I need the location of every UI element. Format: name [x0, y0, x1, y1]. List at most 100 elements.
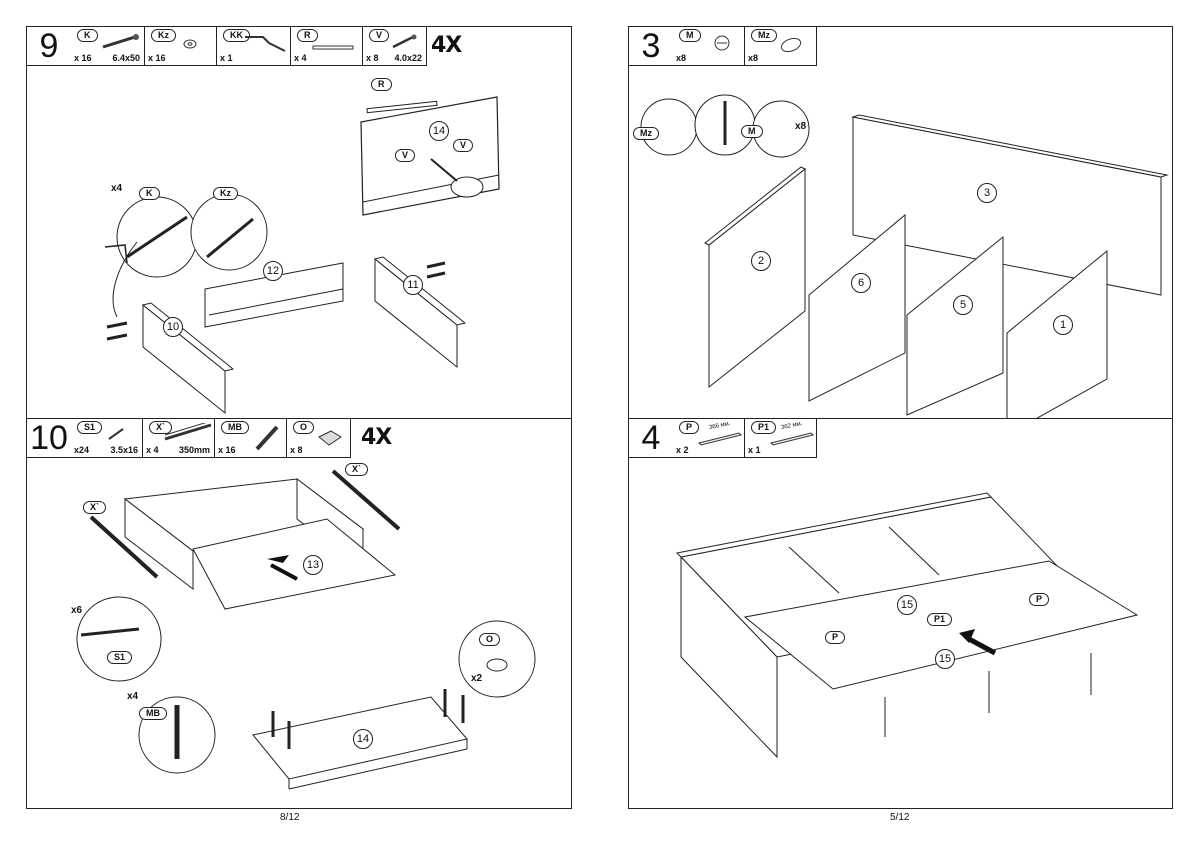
part-qty: x 1	[748, 445, 761, 455]
part-qty: x8	[748, 53, 759, 63]
step3-panel: 3 M x8 Mz x8	[628, 26, 1173, 419]
page-number: 5/12	[890, 812, 910, 823]
callout-v: V	[395, 149, 416, 162]
part-code: M	[679, 29, 701, 42]
callout-x6: x6	[71, 605, 83, 616]
callout-rail-left: X`	[83, 501, 106, 514]
part-mz: Mz x8	[745, 27, 817, 65]
part-qty: x 4	[146, 445, 159, 455]
part-kz: Kz x 16	[145, 27, 217, 65]
part-qty: x24	[74, 445, 90, 455]
part-qty: x 16	[148, 53, 166, 63]
shelf-support-icon	[698, 432, 742, 446]
part-qty: x 4	[294, 53, 307, 63]
step3-parts-bar: M x8 Mz x8	[673, 27, 817, 66]
part-qty: x 1	[220, 53, 233, 63]
part-qty: x 2	[676, 445, 689, 455]
step9-multiplier: 4X	[431, 33, 462, 58]
part-p1: P1 362 мм. x 1	[745, 419, 817, 457]
right-page: 3 M x8 Mz x8	[600, 0, 1200, 849]
part-size: 4.0x22	[394, 53, 422, 63]
screw-icon	[392, 34, 417, 49]
panel-label-14: 14	[353, 729, 373, 749]
part-code: R	[297, 29, 318, 42]
callout-x2: x2	[471, 673, 483, 684]
part-code: K	[77, 29, 98, 42]
callout-mb: MB	[139, 707, 167, 720]
panel-label-13: 13	[303, 555, 323, 575]
callout-p: P	[1029, 593, 1050, 606]
panel-label-5: 5	[953, 295, 973, 315]
part-p: P 366 мм. x 2	[673, 419, 745, 457]
panel-label-12: 12	[263, 261, 283, 281]
step3-number: 3	[629, 27, 674, 66]
part-code: P	[679, 421, 700, 434]
shelf-support-icon	[770, 432, 814, 446]
step9-parts-bar: K x 16 6.4x50 Kz x 16 KK x 1 R x 4 V	[71, 27, 427, 66]
panel-label-14: 14	[429, 121, 449, 141]
left-page: 9 K x 16 6.4x50 Kz x 16 KK x 1 R x 4	[26, 26, 572, 823]
step10-panel: 10 S1 x24 3.5x16 X` x 4 350mm MB x 16 O	[26, 418, 572, 809]
part-size: 350mm	[178, 445, 210, 455]
part-code: O	[293, 421, 315, 434]
part-k: K x 16 6.4x50	[71, 27, 145, 65]
part-qty: x 16	[218, 445, 236, 455]
callout-k: K	[139, 187, 160, 200]
callout-mz: Mz	[633, 127, 659, 140]
step10-multiplier: 4X	[361, 425, 392, 450]
part-s1: S1 x24 3.5x16	[71, 419, 143, 457]
callout-v: V	[453, 139, 474, 152]
step4-parts-bar: P 366 мм. x 2 P1 362 мм. x 1	[673, 419, 817, 458]
washer-icon	[780, 37, 802, 53]
step9-illustration	[104, 96, 500, 415]
page-number: 8/12	[280, 812, 300, 823]
callout-rail-top: X`	[345, 463, 368, 476]
part-o: O x 8	[287, 419, 351, 457]
step10-parts-bar: S1 x24 3.5x16 X` x 4 350mm MB x 16 O x 8	[71, 419, 351, 458]
part-v: V x 8 4.0x22	[363, 27, 427, 65]
panel-label-15: 15	[897, 595, 917, 615]
callout-s1: S1	[107, 651, 133, 664]
callout-p1: P1	[927, 613, 953, 626]
callout-m: M	[741, 125, 763, 138]
panel-label-11: 11	[403, 275, 423, 295]
part-r: R x 4	[291, 27, 363, 65]
step9-panel: 9 K x 16 6.4x50 Kz x 16 KK x 1 R x 4	[26, 26, 572, 419]
callout-kz: Kz	[213, 187, 238, 200]
step9-number: 9	[27, 27, 72, 66]
step3-illustration	[640, 94, 1169, 418]
part-code: KK	[223, 29, 250, 42]
part-code: X`	[149, 421, 172, 434]
step4-illustration	[675, 492, 1139, 759]
washer-icon	[183, 39, 197, 49]
bracket-icon	[318, 430, 342, 446]
bolt-icon	[255, 425, 279, 451]
screw-icon	[108, 428, 124, 440]
callout-x4: x4	[111, 183, 123, 194]
callout-x4: x4	[127, 691, 139, 702]
rail-icon	[164, 423, 212, 441]
part-mb: MB x 16	[215, 419, 287, 457]
part-kk: KK x 1	[217, 27, 291, 65]
part-m: M x8	[673, 27, 745, 65]
callout-x8: x8	[795, 121, 807, 132]
part-size: 3.5x16	[110, 445, 138, 455]
step4-number: 4	[629, 419, 674, 458]
part-code: S1	[77, 421, 103, 434]
step4-panel: 4 P 366 мм. x 2 P1 362 мм. x 1	[628, 418, 1173, 809]
callout-r: R	[371, 78, 392, 91]
part-code: P1	[751, 421, 777, 434]
part-qty: x8	[676, 53, 687, 63]
part-size: 6.4x50	[112, 53, 140, 63]
part-code: Mz	[751, 29, 777, 42]
part-qty: x 16	[74, 53, 92, 63]
callout-o: O	[479, 633, 501, 646]
panel-label-10: 10	[163, 317, 183, 337]
part-qty: x 8	[290, 445, 303, 455]
part-x: X` x 4 350mm	[143, 419, 215, 457]
handle-icon	[312, 45, 354, 50]
cam-lock-icon	[714, 35, 730, 51]
part-code: Kz	[151, 29, 176, 42]
part-qty: x 8	[366, 53, 379, 63]
panel-label-15: 15	[935, 649, 955, 669]
